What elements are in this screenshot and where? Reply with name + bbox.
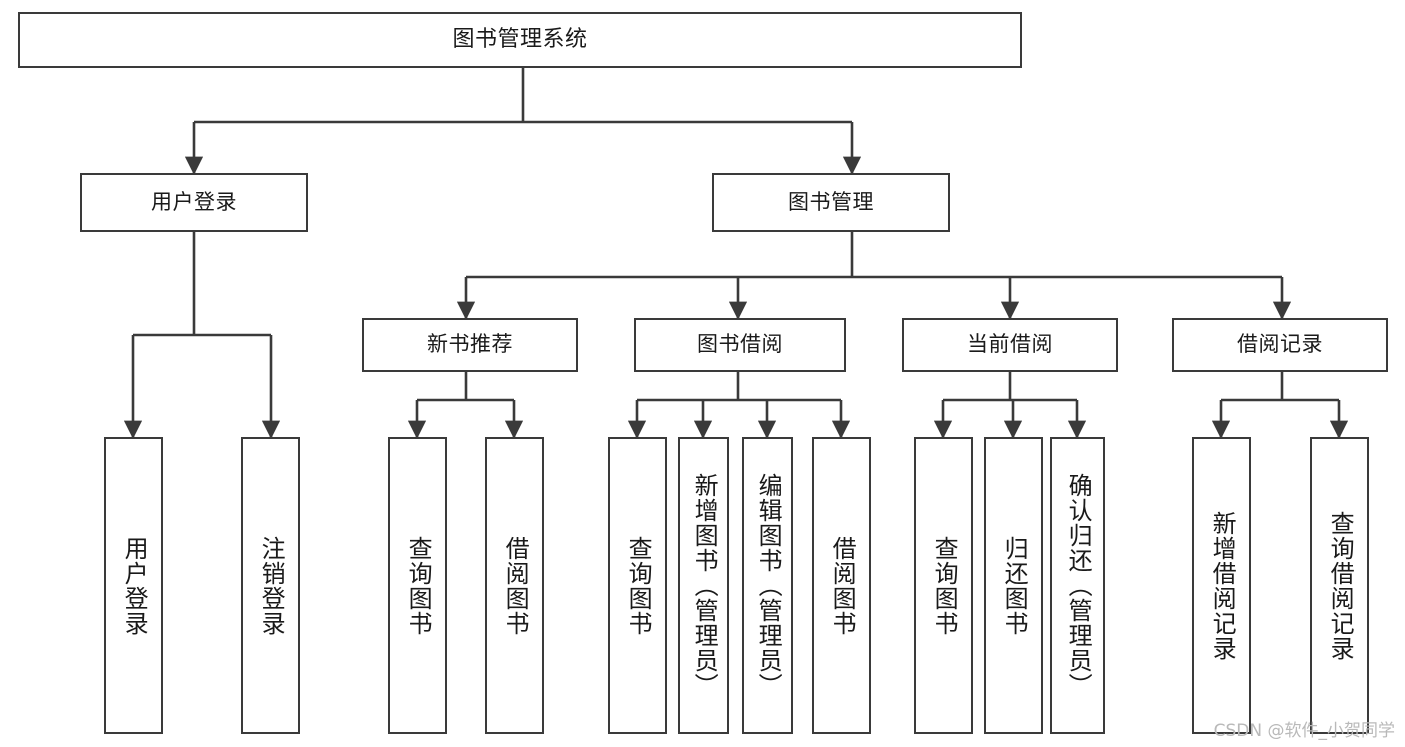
node-leaf-user-logout[interactable]: 注销登录: [241, 437, 300, 734]
node-book-manage[interactable]: 图书管理: [712, 173, 950, 232]
node-book-manage-label: 图书管理: [788, 189, 874, 214]
node-root-label: 图书管理系统: [452, 26, 588, 52]
node-leaf-query-book-1-label: 查询图书: [404, 535, 433, 636]
node-leaf-add-record[interactable]: 新增借阅记录: [1192, 437, 1251, 734]
node-leaf-query-book-2-label: 查询图书: [624, 535, 653, 636]
node-leaf-confirm-return[interactable]: 确认归还（管理员）: [1050, 437, 1105, 734]
node-leaf-edit-book-label: 编辑图书（管理员）: [754, 473, 783, 698]
node-user-login[interactable]: 用户登录: [80, 173, 308, 232]
node-leaf-query-record[interactable]: 查询借阅记录: [1310, 437, 1369, 734]
node-current-borrow[interactable]: 当前借阅: [902, 318, 1118, 372]
node-leaf-borrow-book-2-label: 借阅图书: [828, 535, 857, 636]
node-leaf-edit-book[interactable]: 编辑图书（管理员）: [742, 437, 793, 734]
node-book-borrow-label: 图书借阅: [697, 332, 783, 357]
node-user-login-label: 用户登录: [151, 189, 237, 214]
node-leaf-borrow-book-2[interactable]: 借阅图书: [812, 437, 871, 734]
node-current-borrow-label: 当前借阅: [967, 332, 1053, 357]
node-leaf-query-record-label: 查询借阅记录: [1326, 510, 1355, 661]
node-leaf-query-book-3[interactable]: 查询图书: [914, 437, 973, 734]
node-leaf-confirm-return-label: 确认归还（管理员）: [1064, 473, 1093, 698]
node-leaf-query-book-3-label: 查询图书: [930, 535, 959, 636]
node-root[interactable]: 图书管理系统: [18, 12, 1022, 68]
node-leaf-user-logout-label: 注销登录: [257, 535, 286, 636]
node-leaf-return-book[interactable]: 归还图书: [984, 437, 1043, 734]
node-leaf-query-book-1[interactable]: 查询图书: [388, 437, 447, 734]
node-book-borrow[interactable]: 图书借阅: [634, 318, 846, 372]
node-leaf-borrow-book-1-label: 借阅图书: [501, 535, 530, 636]
node-leaf-return-book-label: 归还图书: [1000, 535, 1029, 636]
node-leaf-add-book-label: 新增图书（管理员）: [690, 473, 719, 698]
node-borrow-record-label: 借阅记录: [1237, 332, 1323, 357]
node-leaf-add-record-label: 新增借阅记录: [1208, 510, 1237, 661]
node-borrow-record[interactable]: 借阅记录: [1172, 318, 1388, 372]
node-leaf-user-login-label: 用户登录: [120, 535, 149, 636]
node-new-book-recommend-label: 新书推荐: [427, 332, 513, 357]
node-leaf-add-book[interactable]: 新增图书（管理员）: [678, 437, 729, 734]
node-leaf-user-login[interactable]: 用户登录: [104, 437, 163, 734]
node-new-book-recommend[interactable]: 新书推荐: [362, 318, 578, 372]
node-leaf-query-book-2[interactable]: 查询图书: [608, 437, 667, 734]
node-leaf-borrow-book-1[interactable]: 借阅图书: [485, 437, 544, 734]
